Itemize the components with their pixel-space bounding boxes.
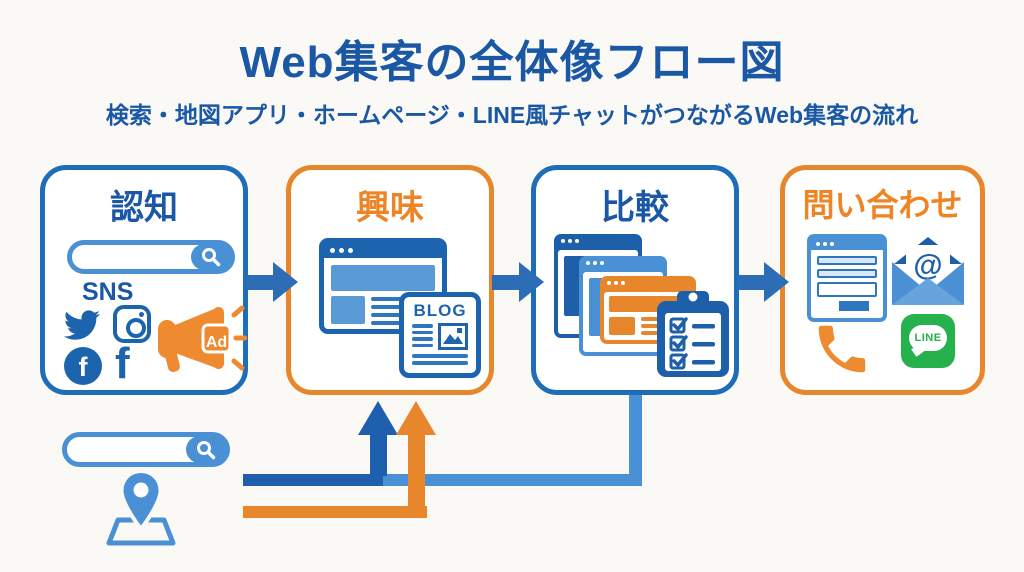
connector-map-line — [243, 506, 427, 518]
connector-return-line-horizontal — [380, 474, 642, 486]
flow-arrow-awareness-to-interest — [246, 262, 298, 303]
page-title: Web集客の全体像フロー図 — [239, 38, 785, 87]
stage-label-inquiry: 問い合わせ — [802, 187, 963, 223]
stage-box-inquiry: 問い合わせ @ LINE — [780, 165, 985, 395]
flow-arrow-comparison-to-inquiry — [737, 262, 789, 303]
facebook-letter-icon: f — [115, 339, 130, 388]
phone-icon — [818, 325, 866, 373]
ad-megaphone-icon: Ad — [158, 305, 247, 373]
sns-label: SNS — [82, 278, 134, 306]
search-icon — [202, 248, 221, 267]
stage-box-comparison: 比較 — [531, 165, 739, 395]
stage-label-comparison: 比較 — [601, 189, 669, 227]
contact-form-icon — [807, 234, 887, 322]
blog-label: BLOG — [413, 301, 467, 320]
email-icon: @ — [892, 237, 964, 305]
up-arrow-map-head — [396, 401, 436, 435]
search-bar — [67, 240, 235, 274]
stage-label-awareness: 認知 — [110, 189, 178, 227]
connector-return-line-vertical — [629, 391, 642, 476]
search-icon — [197, 440, 216, 459]
stage-label-interest: 興味 — [356, 189, 424, 227]
bottom-search-bar — [62, 432, 230, 467]
form-submit-button — [839, 301, 869, 311]
blog-document-icon: BLOG — [399, 292, 481, 378]
connector-search-line — [243, 474, 383, 486]
twitter-icon — [64, 310, 101, 340]
instagram-icon — [113, 305, 151, 343]
at-symbol: @ — [913, 249, 942, 282]
stage-box-interest: 興味 BLOG — [286, 165, 494, 395]
stage-box-awareness: 認知 SNS f f — [40, 165, 248, 395]
bottom-search-button — [186, 436, 226, 463]
line-app-icon: LINE — [901, 314, 955, 368]
flow-arrow-interest-to-comparison — [492, 262, 544, 303]
checklist-clipboard-icon — [657, 291, 729, 377]
page-subtitle: 検索・地図アプリ・ホームページ・LINE風チャットがつながるWeb集客の流れ — [105, 102, 919, 128]
line-label: LINE — [909, 325, 947, 351]
search-button — [191, 244, 231, 270]
facebook-circle-icon: f — [64, 347, 102, 385]
ad-label: Ad — [206, 334, 227, 351]
up-arrow-map-shaft — [408, 434, 425, 518]
up-arrow-search-head — [358, 401, 398, 435]
photo-icon — [438, 323, 468, 350]
map-pin-icon — [106, 468, 176, 546]
up-arrow-search-shaft — [370, 434, 387, 476]
